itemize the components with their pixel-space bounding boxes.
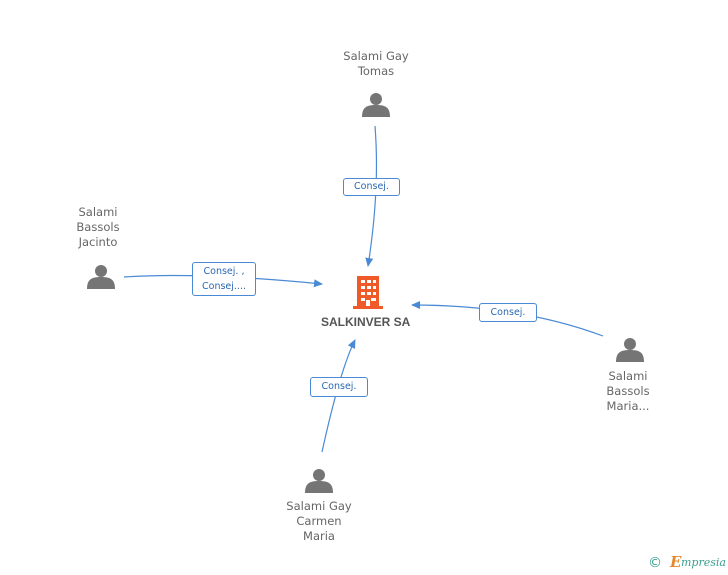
relation-box-tomas[interactable]: Consej. [343,178,400,196]
person-label-maria[interactable]: Salami Bassols Maria... [588,369,668,414]
relation-label: Consej. [321,381,357,392]
person-name-line: Maria [303,529,335,543]
person-name-line: Carmen [296,514,342,528]
brand-watermark: © E mpresia [648,553,728,574]
relation-box-carmen[interactable]: Consej. [310,377,368,397]
person-name-line: Salami [78,205,118,219]
brand-initial: E [670,553,682,571]
brand-name: mpresia [681,556,726,569]
edge-tomas-company [365,125,378,267]
person-name-line: Salami Gay [343,49,409,63]
person-label-tomas[interactable]: Salami Gay Tomas [326,49,426,79]
person-name-line: Tomas [357,64,395,78]
person-name-line: Salami [608,369,648,383]
person-label-carmen[interactable]: Salami Gay Carmen Maria [269,499,369,544]
person-name-line: Salami Gay [286,499,352,513]
copyright-symbol: © [648,555,662,571]
person-icon[interactable] [616,338,644,362]
company-name[interactable]: SALKINVER SA [321,315,411,329]
person-icon[interactable] [362,93,390,117]
person-name-line: Bassols [76,220,120,234]
relation-label: Consej. , [203,266,245,277]
person-name-line: Bassols [606,384,650,398]
relation-box-maria[interactable]: Consej. [479,303,537,322]
person-name-line: Jacinto [78,235,118,249]
person-label-jacinto[interactable]: Salami Bassols Jacinto [58,205,138,250]
relation-box-jacinto[interactable]: Consej. , Consej.... [192,262,256,296]
relation-label: Consej. [490,307,526,318]
person-name-line: Maria... [606,399,650,413]
building-icon[interactable] [352,276,384,309]
person-icon[interactable] [305,469,333,493]
person-icon[interactable] [87,265,115,289]
relation-label: Consej. [354,181,389,192]
relation-label: Consej.... [202,281,246,292]
